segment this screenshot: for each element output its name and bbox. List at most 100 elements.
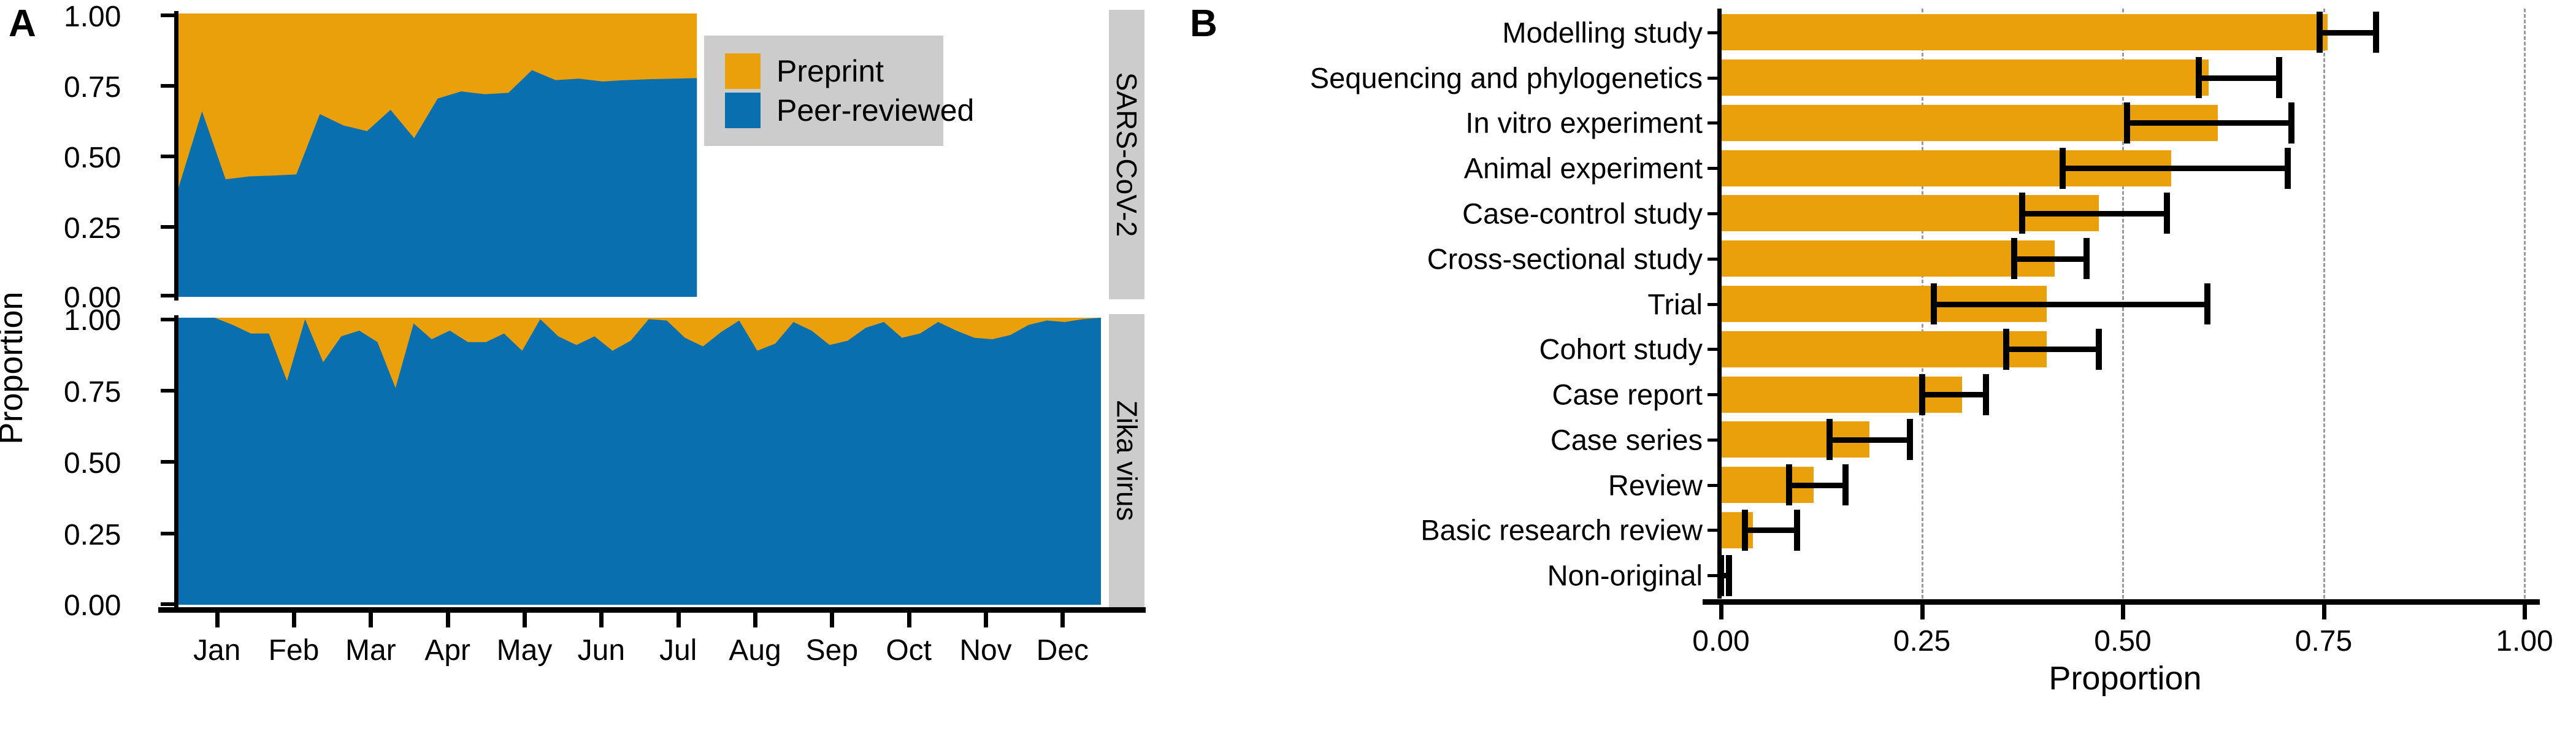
panel-a-xtickmark-jun <box>599 613 604 627</box>
panel-b-x-axis-line <box>1703 599 2540 605</box>
panel-b-errorbar-line-cohort-study <box>2006 347 2099 353</box>
panel-a-top-ytickmark-2 <box>161 84 174 88</box>
panel-b-letter: B <box>1190 2 1217 45</box>
panel-b-errorbar-line-animal-experiment <box>2062 166 2288 172</box>
panel-b-ytickmark-case-series <box>1708 438 1717 442</box>
panel-b-category-label-cross-sectional-study: Cross-sectional study <box>1427 242 1703 275</box>
panel-b-gridline-0.75 <box>2323 9 2326 599</box>
panel-b-xtick-label-1: 1.00 <box>2496 625 2553 657</box>
legend-label-peer-reviewed: Peer-reviewed <box>776 93 975 128</box>
legend-key-preprint-swatch <box>725 53 761 89</box>
panel-b-errorbar-cap-high-cohort-study <box>2095 328 2102 370</box>
panel-b-x-axis-title: Proportion <box>2049 660 2202 697</box>
panel-a-bot-ytickmark-4 <box>161 532 174 535</box>
panel-a-top-ytick-0.75: 0.75 <box>64 71 121 104</box>
panel-a-x-axis-line <box>158 607 1146 613</box>
panel-b-errorbar-line-in-vitro-experiment <box>2126 120 2292 126</box>
panel-a-top-ytick-0.50: 0.50 <box>64 142 121 174</box>
panel-a-xtick-label-sep: Sep <box>805 634 859 667</box>
panel-b-errorbar-cap-high-sequencing-and-phylogenetics <box>2276 57 2283 99</box>
panel-b-xtickmark-0 <box>1719 605 1723 619</box>
panel-a-bot-ytick-1.00: 1.00 <box>64 304 121 337</box>
panel-b-errorbar-line-case-series <box>1829 437 1910 443</box>
panel-b-bar-modelling-study[interactable] <box>1721 14 2328 51</box>
area-peer-reviewed <box>178 318 1101 605</box>
panel-b-errorbar-cap-high-case-report <box>1983 374 1990 415</box>
panel-b-ytickmark-review <box>1708 483 1717 487</box>
panel-b-category-label-animal-experiment: Animal experiment <box>1463 151 1703 185</box>
panel-b-ytickmark-trial <box>1708 302 1717 306</box>
panel-a-bot-ytick-0.75: 0.75 <box>64 376 121 408</box>
panel-b-xtick-label-0.75: 0.75 <box>2294 625 2353 657</box>
panel-b-ytickmark-basic-research-review <box>1708 529 1717 532</box>
panel-b-errorbar-cap-low-review <box>1786 464 1793 506</box>
panel-b-bar-sequencing-and-phylogenetics[interactable] <box>1721 59 2209 96</box>
panel-b-errorbar-cap-low-case-series <box>1826 419 1833 461</box>
panel-a-top-ytick-0.00: 0.00 <box>64 282 121 314</box>
panel-a-xtick-label-mar: Mar <box>345 634 396 667</box>
panel-a-xtickmark-jan <box>215 613 220 627</box>
panel-b-category-label-modelling-study: Modelling study <box>1502 16 1703 49</box>
panel-b-errorbar-line-modelling-study <box>2319 29 2376 36</box>
panel-a-xtickmark-may <box>523 613 527 627</box>
panel-a-bot-ytickmark-5 <box>161 602 174 606</box>
panel-a-facet-zika-virus <box>178 318 1101 605</box>
legend-item-preprint[interactable]: Preprint <box>725 52 922 91</box>
panel-b-errorbar-cap-high-review <box>1842 464 1849 506</box>
panel-b-gridline-1 <box>2524 9 2527 599</box>
panel-b-errorbar-line-basic-research-review <box>1745 527 1798 534</box>
panel-b-xtickmark-0.25 <box>1920 605 1925 619</box>
panel-b-category-label-trial: Trial <box>1647 288 1703 320</box>
panel-a-bot-ytick-0.25: 0.25 <box>64 519 121 551</box>
panel-a-legend: Preprint Peer-reviewed <box>704 36 974 146</box>
panel-b-ytickmark-case-control-study <box>1708 212 1717 215</box>
panel-a-top-ytickmark-4 <box>161 225 174 229</box>
panel-a-xtick-label-may: May <box>496 634 553 667</box>
panel-a-xtickmark-aug <box>753 613 757 627</box>
panel-a-top-ytickmark-1 <box>161 13 174 17</box>
panel-a-top-y-axis-line <box>174 11 178 301</box>
panel-a-xtick-label-jun: Jun <box>577 634 626 667</box>
panel-b-category-label-case-control-study: Case-control study <box>1462 197 1703 230</box>
panel-a-zika-area-chart <box>178 318 1101 605</box>
panel-b-errorbar-cap-high-trial <box>2204 283 2210 324</box>
panel-b-errorbar-line-cross-sectional-study <box>2014 256 2087 262</box>
panel-a-bot-ytickmark-1 <box>161 318 174 321</box>
panel-b-errorbar-cap-high-animal-experiment <box>2284 147 2291 189</box>
panel-a-xtick-label-nov: Nov <box>959 634 1012 667</box>
panel-b-errorbar-cap-high-case-control-study <box>2164 193 2171 234</box>
panel-b-errorbar-line-trial <box>1934 301 2207 307</box>
panel-b-ytickmark-case-report <box>1708 393 1717 397</box>
panel-b-ytickmark-sequencing-and-phylogenetics <box>1708 76 1717 80</box>
panel-b-xtick-label-0.5: 0.50 <box>2094 625 2152 657</box>
panel-b-errorbar-line-review <box>1789 482 1846 488</box>
panel-b-category-label-case-report: Case report <box>1552 378 1703 411</box>
legend-item-peer-reviewed[interactable]: Peer-reviewed <box>725 91 974 130</box>
panel-a-xtick-label-jul: Jul <box>659 634 697 667</box>
panel-b-errorbar-cap-low-basic-research-review <box>1742 509 1749 551</box>
panel-a-top-ytick-1.00: 1.00 <box>64 1 121 33</box>
legend-key-peer-reviewed-swatch <box>725 93 761 128</box>
panel-b-errorbar-cap-low-case-report <box>1919 374 1925 415</box>
panel-b-xtickmark-0.5 <box>2121 605 2125 619</box>
panel-a-bot-ytick-0.50: 0.50 <box>64 447 121 480</box>
panel-a-xtickmark-oct <box>907 613 911 627</box>
panel-a-bot-ytickmark-2 <box>161 389 174 393</box>
panel-a-strip-zika-virus: Zika virus <box>1109 314 1144 607</box>
panel-a-sars-area-chart <box>178 13 697 297</box>
panel-b-xtickmark-1 <box>2523 605 2527 619</box>
panel-a-xtickmark-nov <box>984 613 988 627</box>
panel-a-bot-ytickmark-3 <box>161 460 174 464</box>
panel-b-errorbar-cap-low-cohort-study <box>2003 328 2010 370</box>
panel-b-bar-cross-sectional-study[interactable] <box>1721 240 2055 277</box>
panel-b-errorbar-cap-high-in-vitro-experiment <box>2288 102 2295 144</box>
panel-b-errorbar-cap-high-non-original <box>1726 554 1733 596</box>
panel-a-xtick-label-aug: Aug <box>729 634 781 667</box>
panel-b-errorbar-cap-high-cross-sectional-study <box>2083 238 2090 280</box>
panel-a-bot-ytick-0.00: 0.00 <box>64 589 121 622</box>
panel-b-bar-cohort-study[interactable] <box>1721 331 2047 367</box>
panel-b-category-label-sequencing-and-phylogenetics: Sequencing and phylogenetics <box>1309 61 1703 94</box>
panel-b-xtickmark-0.75 <box>2321 605 2326 619</box>
